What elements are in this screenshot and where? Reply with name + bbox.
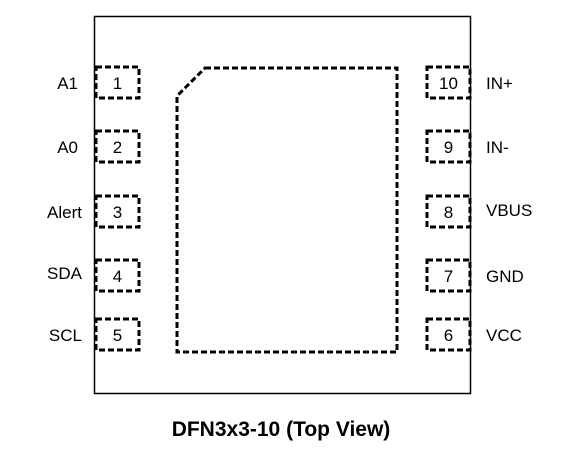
- right-pin-9: 9 IN-: [425, 129, 509, 164]
- pin-pad: [94, 317, 141, 352]
- pin-label: VBUS: [486, 201, 532, 220]
- pin-pad: [94, 129, 141, 164]
- pin-pad: [94, 258, 141, 293]
- pin-number: 5: [113, 326, 122, 345]
- package-caption: DFN3x3-10 (Top View): [171, 418, 391, 441]
- left-pin-4: 4 SDA: [47, 258, 141, 293]
- pin-label: IN-: [486, 138, 509, 157]
- pin-number: 3: [113, 203, 122, 222]
- pin-pad: [425, 317, 472, 352]
- left-pin-2: 2 A0: [57, 129, 141, 164]
- right-pin-8: 8 VBUS: [425, 194, 532, 229]
- right-pin-7: 7 GND: [425, 258, 524, 293]
- pin-number: 4: [113, 267, 122, 286]
- pin-pad: [425, 194, 472, 229]
- package-outline: [93, 15, 472, 395]
- left-pin-5: 5 SCL: [49, 317, 141, 352]
- pin-pad: [94, 194, 141, 229]
- pin-pad: [94, 65, 141, 100]
- pin-number: 1: [113, 74, 122, 93]
- pin-label: Alert: [47, 203, 82, 222]
- pin-label: IN+: [486, 74, 513, 93]
- pin-pad: [425, 129, 472, 164]
- pin-number: 6: [444, 326, 453, 345]
- pin-label: SDA: [47, 264, 83, 283]
- pin-label: A1: [57, 74, 78, 93]
- pin-number: 9: [444, 138, 453, 157]
- pin-pad: [425, 65, 472, 100]
- pin-label: SCL: [49, 326, 82, 345]
- pin-label: GND: [486, 267, 524, 286]
- right-pin-6: 6 VCC: [425, 317, 522, 352]
- left-pin-3: 3 Alert: [47, 194, 141, 229]
- pin-pad: [425, 258, 472, 293]
- right-pin-10: 10 IN+: [425, 65, 513, 100]
- thermal-pad: [175, 66, 399, 354]
- pin-number: 2: [113, 138, 122, 157]
- pin-number: 8: [444, 203, 453, 222]
- pin-label: VCC: [486, 326, 522, 345]
- pin-number: 7: [444, 267, 453, 286]
- pin-number: 10: [439, 74, 458, 93]
- left-pin-1: 1 A1: [57, 65, 141, 100]
- pin-label: A0: [57, 138, 78, 157]
